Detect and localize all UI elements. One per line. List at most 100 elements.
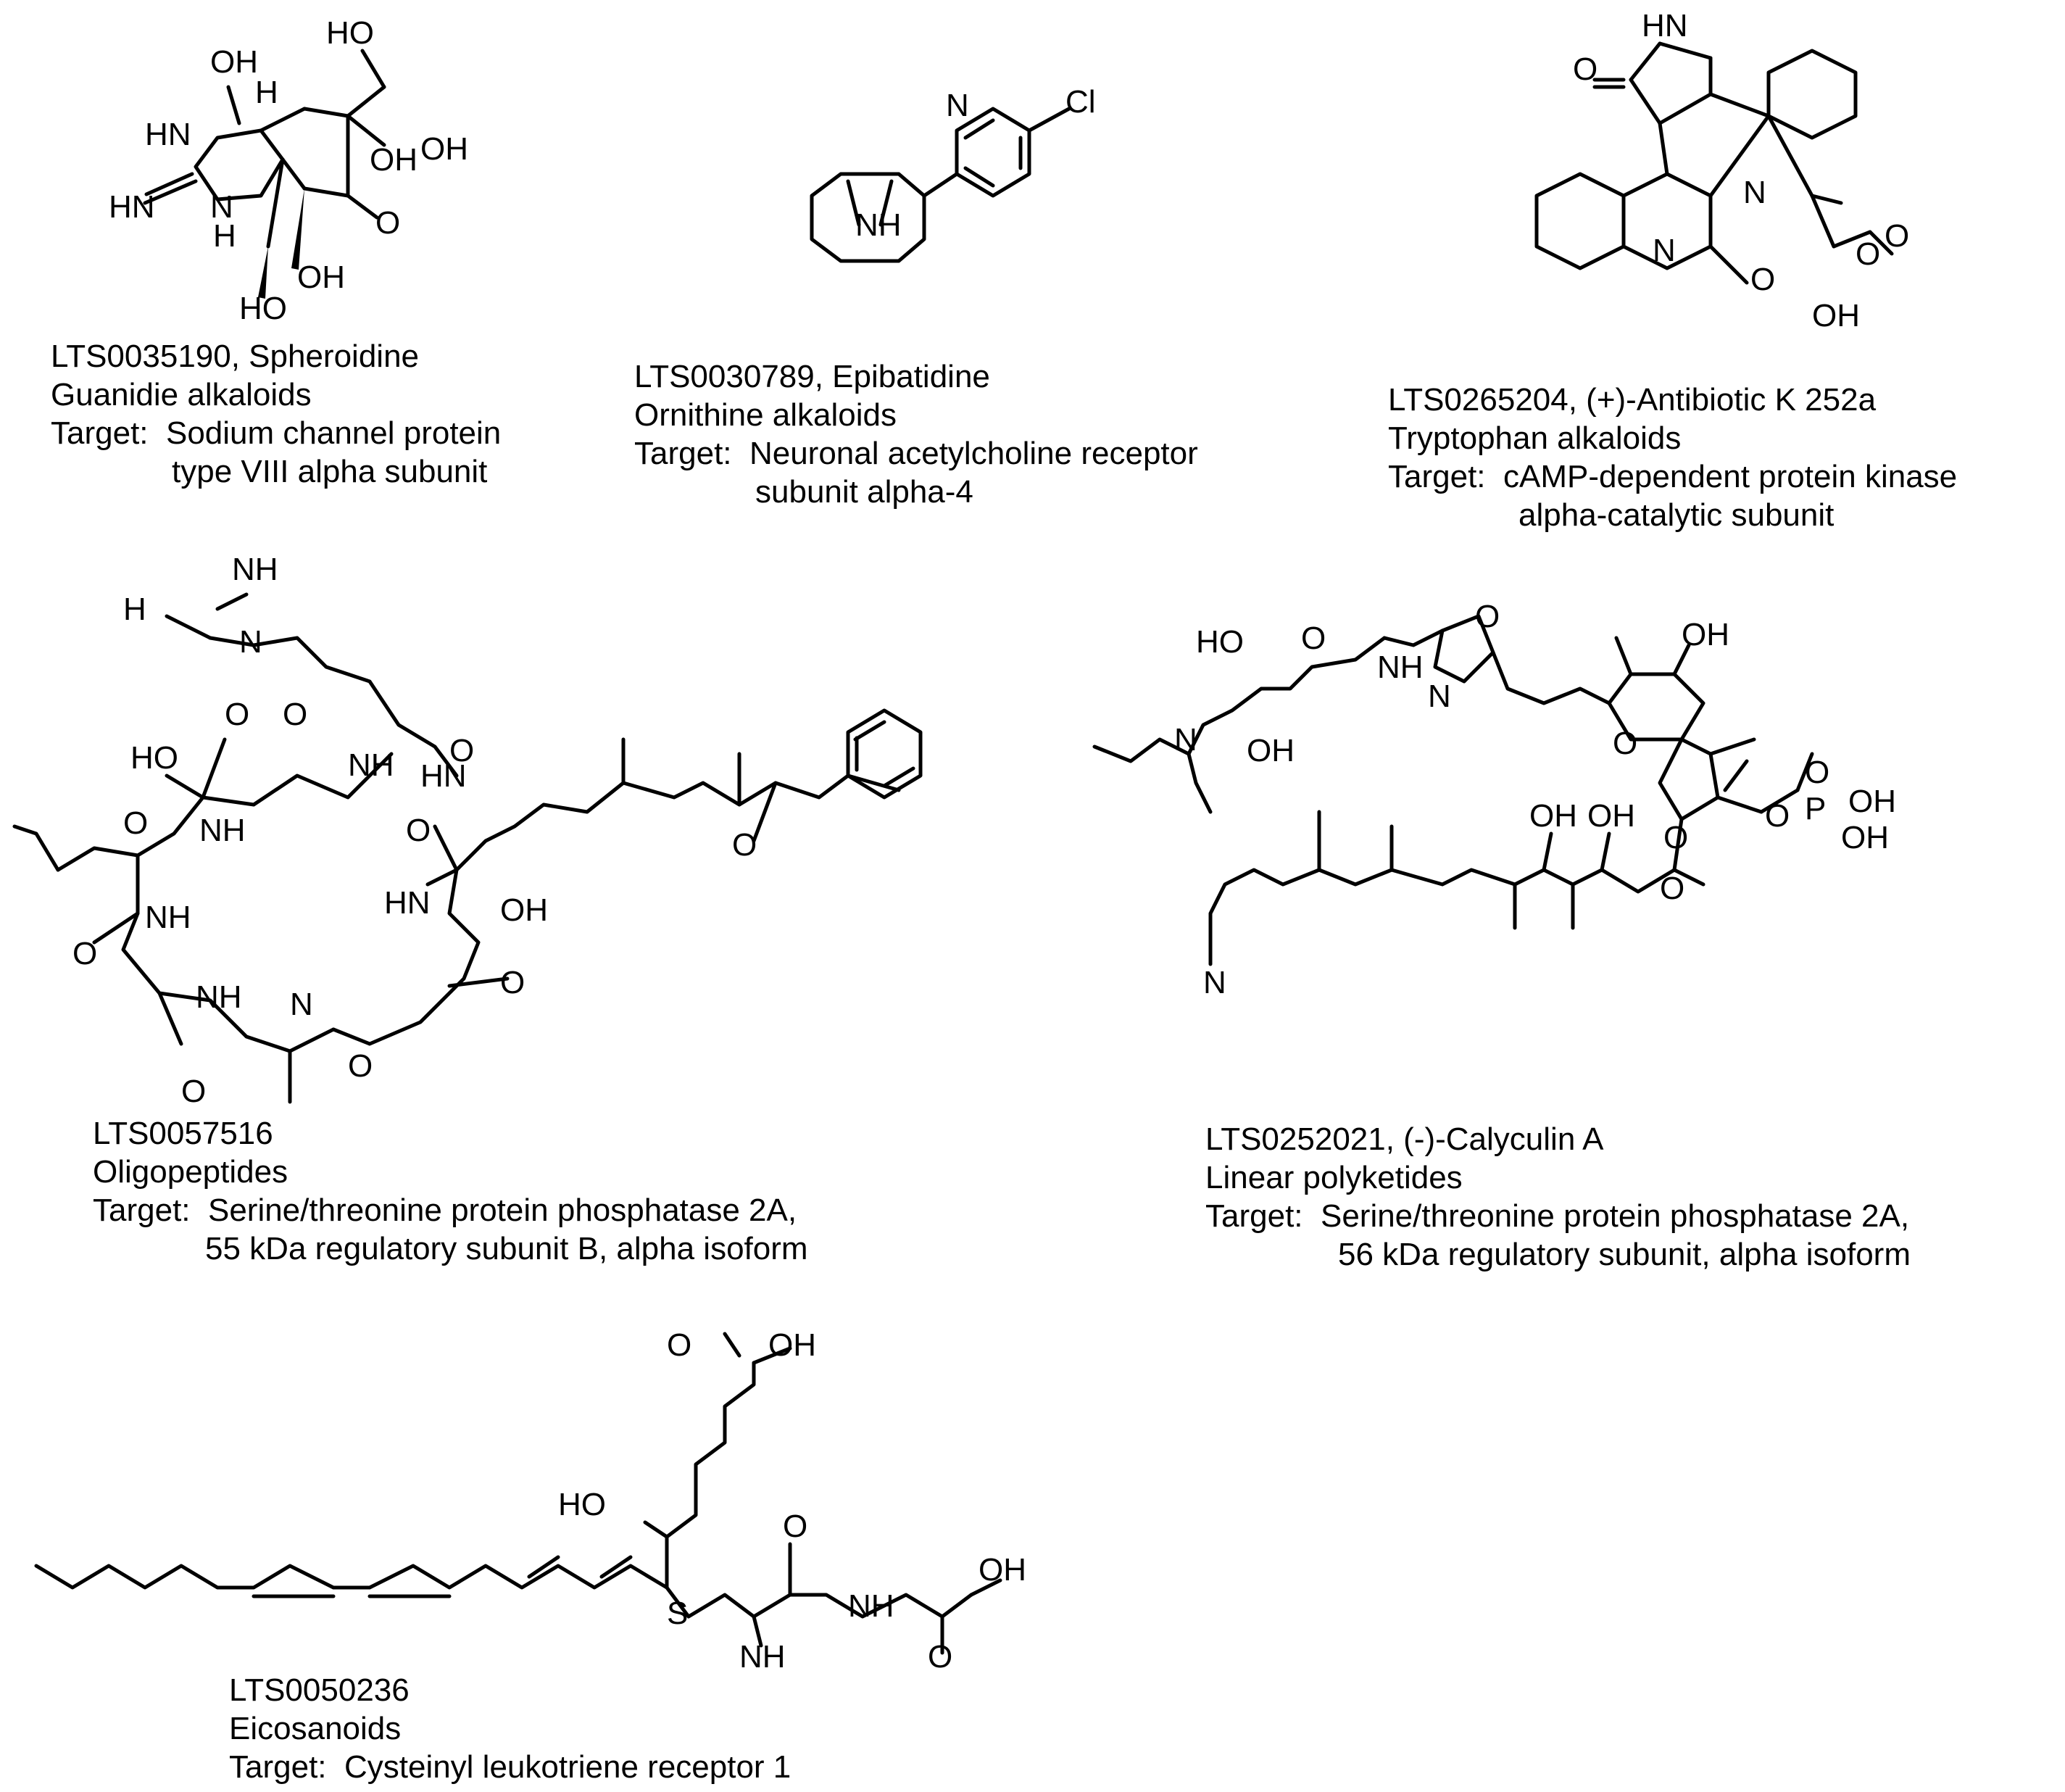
spheroidine-oh-4: OH xyxy=(297,260,345,295)
compound-id: LTS0050236 xyxy=(229,1672,410,1708)
spheroidine-ho-bottom: HO xyxy=(239,291,287,326)
oligo-h2n: H xyxy=(123,592,146,627)
caption-k252a: LTS0265204, (+)-Antibiotic K 252a Trypto… xyxy=(1388,381,1957,534)
eicosanoid-oh-acid: OH xyxy=(768,1327,816,1363)
compound-class: Tryptophan alkaloids xyxy=(1388,420,1682,456)
spheroidine-ho-top: HO xyxy=(326,15,374,51)
eicosanoid-skeleton: O OH HO S O NH NH OH O xyxy=(34,1327,1026,1675)
compound-class: Ornithine alkaloids xyxy=(634,397,897,433)
target-line-1: Cysteinyl leukotriene receptor 1 xyxy=(344,1749,791,1785)
calyculin-ho: HO xyxy=(1196,624,1244,660)
structure-spheroidine: OH H HO HN HN N H OH OH O OH HO xyxy=(101,15,478,333)
calyculin-oxazole-n: N xyxy=(1428,679,1451,714)
k252a-skeleton: O HN N N O OH O O xyxy=(1534,8,1909,333)
spheroidine-hn-2: HN xyxy=(109,189,155,225)
epibatidine-n-ring: N xyxy=(946,88,969,123)
spheroidine-skeleton: OH H HO HN HN N H OH OH O OH HO xyxy=(109,15,468,326)
calyculin-o-amide: O xyxy=(1301,621,1326,656)
calyculin-oh-2: OH xyxy=(1682,617,1729,652)
target-line-2: alpha-catalytic subunit xyxy=(1518,497,1835,533)
target-line-2: 56 kDa regulatory subunit, alpha isoform xyxy=(1338,1237,1911,1272)
compound-class: Guanidie alkaloids xyxy=(51,377,312,412)
oligo-o-4: O xyxy=(123,805,148,841)
calyculin-oh-1: OH xyxy=(1247,733,1295,768)
calyculin-p-o: O xyxy=(1765,798,1790,834)
oligo-ho: HO xyxy=(130,740,178,776)
compound-id: LTS0035190, Spheroidine xyxy=(51,339,420,374)
target-line-1: Neuronal acetylcholine receptor xyxy=(749,436,1198,471)
spheroidine-h-2: H xyxy=(213,218,236,254)
caption-oligopeptide: LTS0057516 Oligopeptides Target: Serine/… xyxy=(93,1114,808,1268)
target-line-1: Sodium channel protein xyxy=(165,415,502,451)
oligo-hn: HN xyxy=(420,758,467,794)
oligo-oh: OH xyxy=(500,892,548,928)
structure-epibatidine: N Cl NH xyxy=(783,80,1096,268)
structure-k252a: O HN N N O OH O O xyxy=(1493,8,1914,348)
compound-id: LTS0057516 xyxy=(93,1116,273,1151)
target-prefix: Target: xyxy=(93,1192,191,1228)
oligo-n-methyl: N xyxy=(290,987,313,1022)
oligo-nh-4: NH xyxy=(196,979,242,1015)
calyculin-oxazole-o: O xyxy=(1475,599,1500,634)
calyculin-furan-o: O xyxy=(1663,820,1688,855)
eicosanoid-nh: NH xyxy=(848,1588,894,1624)
oligopeptide-skeleton: NH H N O NH O HO O HN NH O NH O NH N O O… xyxy=(12,552,923,1109)
target-line-2: 55 kDa regulatory subunit B, alpha isofo… xyxy=(205,1231,808,1266)
target-prefix: Target: xyxy=(51,415,149,451)
compound-class: Eicosanoids xyxy=(229,1711,402,1746)
calyculin-p-oh-2: OH xyxy=(1841,820,1889,855)
target-line-1: cAMP-dependent protein kinase xyxy=(1503,459,1958,494)
epibatidine-cl: Cl xyxy=(1065,84,1096,120)
eicosanoid-ho: HO xyxy=(558,1487,606,1522)
eicosanoid-oh-terminal: OH xyxy=(979,1552,1026,1588)
oligo-hn-2: HN xyxy=(384,885,431,921)
calyculin-p-eq-o: O xyxy=(1805,755,1829,790)
oligo-nh-2: NH xyxy=(199,813,246,848)
k252a-oh: OH xyxy=(1812,298,1860,333)
target-prefix: Target: xyxy=(634,436,732,471)
oligo-o-9: O xyxy=(500,965,525,1000)
calyculin-oh-3: OH xyxy=(1587,798,1635,834)
target-line-2: subunit alpha-4 xyxy=(755,474,973,510)
calyculin-nh: NH xyxy=(1377,650,1424,685)
target-line-2: type VIII alpha subunit xyxy=(172,454,488,489)
caption-calyculin: LTS0252021, (-)-Calyculin A Linear polyk… xyxy=(1205,1120,1911,1274)
calyculin-p: P xyxy=(1805,791,1826,826)
oligo-o-1: O xyxy=(449,733,474,768)
compound-id: LTS0030789, Epibatidine xyxy=(634,359,990,394)
oligo-o-methoxy: O xyxy=(732,827,757,863)
target-line-1: Serine/threonine protein phosphatase 2A, xyxy=(207,1192,797,1228)
spheroidine-h: H xyxy=(255,75,278,110)
calyculin-nitrile-n: N xyxy=(1203,965,1226,1000)
k252a-ester-o-2: O xyxy=(1885,218,1909,254)
structure-calyculin: HO O NH N OH O N OH O O O P O OH OH O OH… xyxy=(1080,599,2058,1073)
target-prefix: Target: xyxy=(229,1749,327,1785)
eicosanoid-nh2: NH xyxy=(739,1639,786,1675)
target-line-1: Serine/threonine protein phosphatase 2A, xyxy=(1320,1198,1910,1234)
oligo-o-6: O xyxy=(181,1074,206,1109)
spheroidine-oh-1: OH xyxy=(210,44,258,80)
k252a-n-2: N xyxy=(1743,175,1766,210)
k252a-hn: HN xyxy=(1642,8,1688,43)
calyculin-methoxy-o: O xyxy=(1660,871,1684,906)
calyculin-skeleton: HO O NH N OH O N OH O O O P O OH OH O OH… xyxy=(1092,599,1896,1000)
caption-epibatidine: LTS0030789, Epibatidine Ornithine alkalo… xyxy=(634,357,1198,511)
k252a-ester-o-1: O xyxy=(1856,236,1880,272)
structure-oligopeptide: NH H N O NH O HO O HN NH O NH O NH N O O… xyxy=(7,536,942,1116)
k252a-n-1: N xyxy=(1653,233,1676,268)
eicosanoid-o-acid: O xyxy=(667,1327,691,1363)
calyculin-n-dimethyl: N xyxy=(1174,722,1197,758)
epibatidine-nh: NH xyxy=(855,207,902,243)
oligo-nh-3: NH xyxy=(145,900,191,935)
spheroidine-o: O xyxy=(375,205,400,241)
compound-class: Linear polyketides xyxy=(1205,1160,1463,1195)
oligo-o-2: O xyxy=(283,697,307,732)
eicosanoid-s: S xyxy=(667,1596,688,1631)
oligo-o-7: O xyxy=(348,1048,373,1084)
eicosanoid-o-terminal: O xyxy=(928,1639,952,1675)
calyculin-p-oh-1: OH xyxy=(1848,784,1896,819)
spheroidine-oh-2: OH xyxy=(370,142,417,178)
caption-eicosanoid: LTS0050236 Eicosanoids Target: Cysteinyl… xyxy=(229,1671,791,1786)
k252a-ring-o: O xyxy=(1750,262,1775,297)
spheroidine-n: N xyxy=(210,189,233,225)
